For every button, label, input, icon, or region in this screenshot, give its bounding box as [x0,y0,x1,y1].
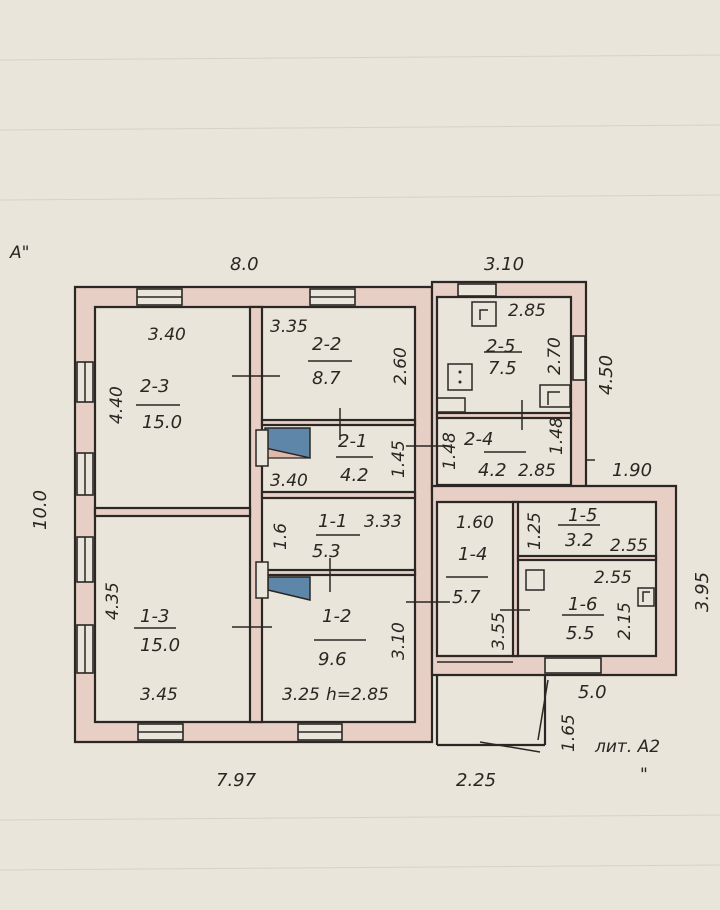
svg-text:1.65: 1.65 [559,714,579,752]
svg-text:3.25: 3.25 [282,685,320,705]
interior-wall [260,418,417,427]
svg-text:2-5: 2-5 [486,336,515,357]
svg-text:2.60: 2.60 [391,347,411,385]
interior-wall [260,568,417,577]
svg-text:1.90: 1.90 [612,460,652,481]
interior-wall [435,411,573,420]
svg-text:2.15: 2.15 [615,602,635,640]
svg-text:3.35: 3.35 [270,317,308,337]
fixture-icons [436,301,655,607]
svg-text:1-4: 1-4 [458,544,487,565]
room-1-4: 1-4 5.7 [446,544,488,608]
svg-text:9.6: 9.6 [318,649,347,670]
svg-text:3.45: 3.45 [140,685,178,705]
svg-text:1.25: 1.25 [525,512,545,550]
room-1-3: 1-3 15.0 [134,606,180,656]
svg-text:4.35: 4.35 [103,582,123,620]
svg-text:h=2.85: h=2.85 [326,685,389,705]
svg-text:2.55: 2.55 [610,536,648,556]
svg-text:10.0: 10.0 [30,490,51,530]
svg-text:3.55: 3.55 [489,612,509,650]
svg-text:1-1: 1-1 [318,511,347,532]
room-1-1: 1-15.3 [312,511,360,562]
building-mark: А" [9,243,29,263]
svg-text:1.48: 1.48 [440,432,460,470]
room-2-4: 2-44.2 [464,429,526,481]
main-outer-wall [73,285,434,744]
svg-text:3.10: 3.10 [389,622,409,660]
svg-text:3.40: 3.40 [148,325,186,345]
svg-text:8.0: 8.0 [230,254,259,275]
svg-text:1-6: 1-6 [568,594,597,615]
svg-text:15.0: 15.0 [140,635,180,656]
svg-text:4.2: 4.2 [340,465,369,486]
annex-quote: " [640,765,648,785]
svg-text:4.50: 4.50 [596,355,617,395]
svg-text:2.70: 2.70 [545,337,565,375]
svg-text:2.85: 2.85 [518,461,556,481]
room-1-2: 1-2 9.6 [314,606,366,670]
svg-text:1.45: 1.45 [389,440,409,478]
stove-icon [255,427,311,601]
svg-text:3.10: 3.10 [484,254,524,275]
svg-text:7.5: 7.5 [488,358,517,379]
svg-text:5.7: 5.7 [452,587,481,608]
svg-text:3.40: 3.40 [270,471,308,491]
door-marks [232,375,595,628]
svg-text:7.97: 7.97 [216,770,257,791]
room-1-5: 1-53.2 [558,505,600,551]
svg-text:2-2: 2-2 [312,334,341,355]
svg-text:15.0: 15.0 [142,412,182,433]
room-2-5: 2-57.5 [484,336,522,379]
windows [76,283,602,741]
svg-text:4.40: 4.40 [107,386,127,424]
interior-wall [260,490,417,500]
paper-rules [0,54,720,871]
svg-text:1-2: 1-2 [322,606,351,627]
svg-text:3.95: 3.95 [692,572,713,612]
svg-text:5.5: 5.5 [566,623,595,644]
svg-text:1.60: 1.60 [456,513,494,533]
interior-wall [511,500,520,658]
svg-text:1.48: 1.48 [547,417,567,455]
room-2-2: 2-2 8.7 [308,334,352,389]
interior-wall [93,506,252,518]
svg-text:2.85: 2.85 [508,301,546,321]
interior-wall [516,554,658,562]
svg-text:8.7: 8.7 [312,368,341,389]
svg-text:4.2: 4.2 [478,460,507,481]
porch [435,661,549,753]
svg-text:1-5: 1-5 [568,505,597,526]
svg-text:3.2: 3.2 [565,530,594,551]
room-1-6: 1-65.5 [562,594,604,644]
svg-text:2-4: 2-4 [464,429,493,450]
svg-text:2.25: 2.25 [456,770,496,791]
svg-text:5.3: 5.3 [312,541,341,562]
svg-text:5.0: 5.0 [578,682,607,703]
svg-text:2.55: 2.55 [594,568,632,588]
room-2-1: 2-1 4.2 [336,431,373,486]
room-2-3: 2-3 15.0 [136,376,182,433]
svg-text:3.33: 3.33 [364,512,402,532]
svg-text:2-3: 2-3 [140,376,169,397]
annex-lower-wall [430,484,678,677]
interior-wall [248,305,264,724]
svg-text:1-3: 1-3 [140,606,169,627]
svg-text:1.6: 1.6 [271,523,291,550]
dimension-labels: 8.0 3.10 4.50 10.0 1.90 3.95 5.0 1.65 2.… [30,254,713,791]
svg-text:2-1: 2-1 [338,431,367,452]
annex-mark: лит. А2 [594,737,660,757]
room-labels: 2-315.0 2-28.7 2-14.2 1-15.3 1-29.6 1-31… [134,334,604,670]
